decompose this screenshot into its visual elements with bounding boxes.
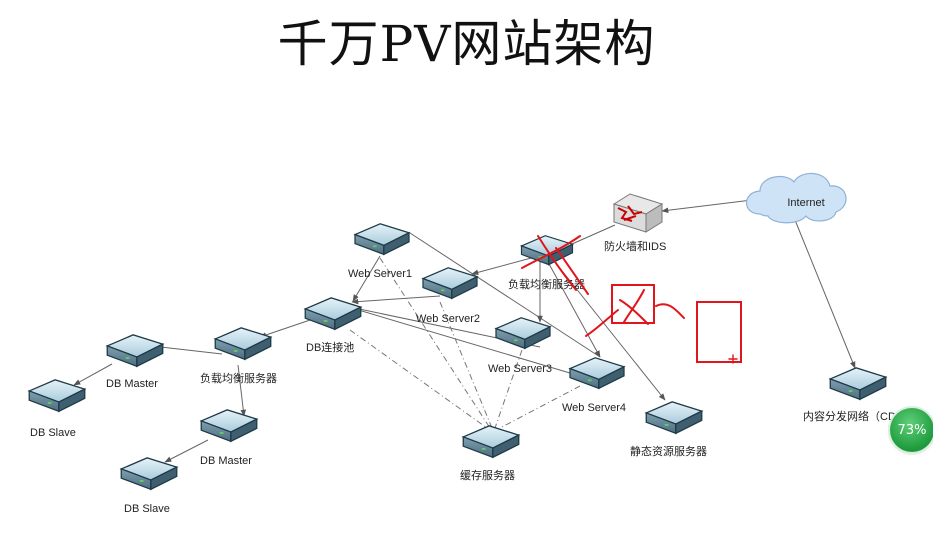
connectors (73, 199, 856, 463)
connector-ws1-pool (352, 255, 381, 302)
db-slave1-server-icon (28, 379, 86, 412)
cache-link-ws4 (499, 385, 581, 429)
node-label-ws3: Web Server3 (488, 363, 552, 375)
node-label-ws2: Web Server2 (416, 313, 480, 325)
node-label-db-master2: DB Master (200, 455, 252, 467)
connector-ws2-pool (351, 295, 441, 305)
connector-lb-ws2 (471, 256, 536, 276)
node-label-ws4: Web Server4 (562, 402, 626, 414)
node-label-cache: 缓存服务器 (460, 468, 515, 482)
connector-internet-cdn (794, 219, 856, 369)
db-master1-server-icon (106, 334, 164, 367)
cache-server-icon (462, 425, 520, 458)
node-label-lb-db: 负载均衡服务器 (200, 371, 277, 385)
connector-firewall-lb (571, 224, 616, 245)
connector-lb-static (554, 261, 666, 401)
load-balancer-db-server-icon (214, 327, 272, 360)
firewall-icon (612, 193, 664, 233)
annotation-cross-stroke-1 (537, 235, 577, 291)
node-label-db-slave2: DB Slave (124, 503, 170, 515)
annotation-connector-left (585, 309, 619, 337)
annotation-cross-stroke-2 (521, 235, 581, 269)
web-server1-icon (354, 223, 410, 256)
db-slave2-server-icon (120, 457, 178, 490)
cache-link-ws2 (439, 301, 493, 429)
annotation-plus-cursor (728, 354, 738, 364)
progress-badge[interactable]: 73% (890, 408, 933, 452)
connector-lb-master2 (237, 364, 247, 417)
connector-ws1-ws4 (409, 232, 601, 358)
node-label-internet: Internet (787, 197, 824, 209)
annotation-box-1 (611, 284, 655, 324)
web-server3-icon (495, 317, 551, 350)
annotation-cross-stroke-3 (555, 247, 589, 295)
connector-pool-ws4 (344, 305, 601, 383)
db-pool-server-icon (304, 297, 362, 330)
cache-link-ws3 (494, 349, 523, 429)
node-label-lb-top: 负载均衡服务器 (508, 277, 585, 291)
connector-internet-firewall (661, 199, 753, 214)
node-label-firewall: 防火墙和IDS (604, 239, 666, 253)
web-server2-icon (422, 267, 478, 300)
connector-master1-slave1 (73, 363, 113, 386)
cdn-server-icon (829, 367, 887, 400)
node-label-cdn: 内容分发网络（CDN） (803, 409, 915, 423)
node-label-db-pool: DB连接池 (306, 341, 354, 354)
connector-lb-master1 (151, 343, 223, 355)
annotation-connector-right (655, 303, 685, 319)
node-label-static: 静态资源服务器 (630, 444, 707, 458)
connector-master2-slave2 (164, 439, 209, 463)
node-label-db-slave1: DB Slave (30, 427, 76, 439)
node-label-db-master1: DB Master (106, 378, 158, 390)
static-server-icon (645, 401, 703, 434)
annotation-box-2 (696, 301, 742, 363)
web-server4-icon (569, 357, 625, 390)
connector-pool-lb (259, 317, 317, 338)
internet-cloud-icon (745, 172, 847, 224)
page-title: 千万PV网站架构 (277, 15, 656, 73)
annotation-box-cross (619, 289, 649, 325)
connector-lb-ws4 (547, 261, 601, 358)
cache-connectors (349, 257, 581, 429)
cache-link-pool (349, 329, 488, 429)
db-master2-server-icon (200, 409, 258, 442)
node-label-ws1: Web Server1 (348, 268, 412, 280)
red-annotations (521, 235, 742, 364)
